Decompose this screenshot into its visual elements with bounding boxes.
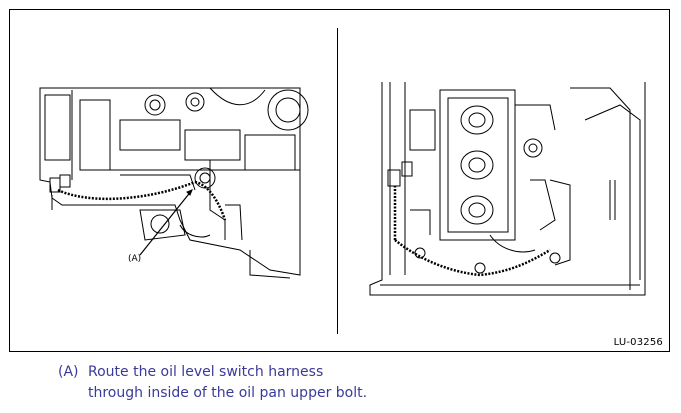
figure-id: LU-03256 bbox=[613, 337, 663, 348]
figure-caption: (A) Route the oil level switch harness t… bbox=[58, 362, 367, 404]
engine-illustration bbox=[39, 82, 646, 296]
caption-line-1: Route the oil level switch harness bbox=[88, 364, 324, 380]
right-engine-drawing bbox=[369, 82, 646, 296]
left-engine-drawing bbox=[39, 87, 309, 279]
caption-tag: (A) bbox=[58, 364, 79, 380]
panel-divider bbox=[337, 28, 338, 334]
figure-frame: (A) LU-03256 bbox=[9, 9, 670, 352]
caption-line-2: through inside of the oil pan upper bolt… bbox=[88, 385, 368, 401]
callout-label-a: (A) bbox=[128, 254, 142, 264]
